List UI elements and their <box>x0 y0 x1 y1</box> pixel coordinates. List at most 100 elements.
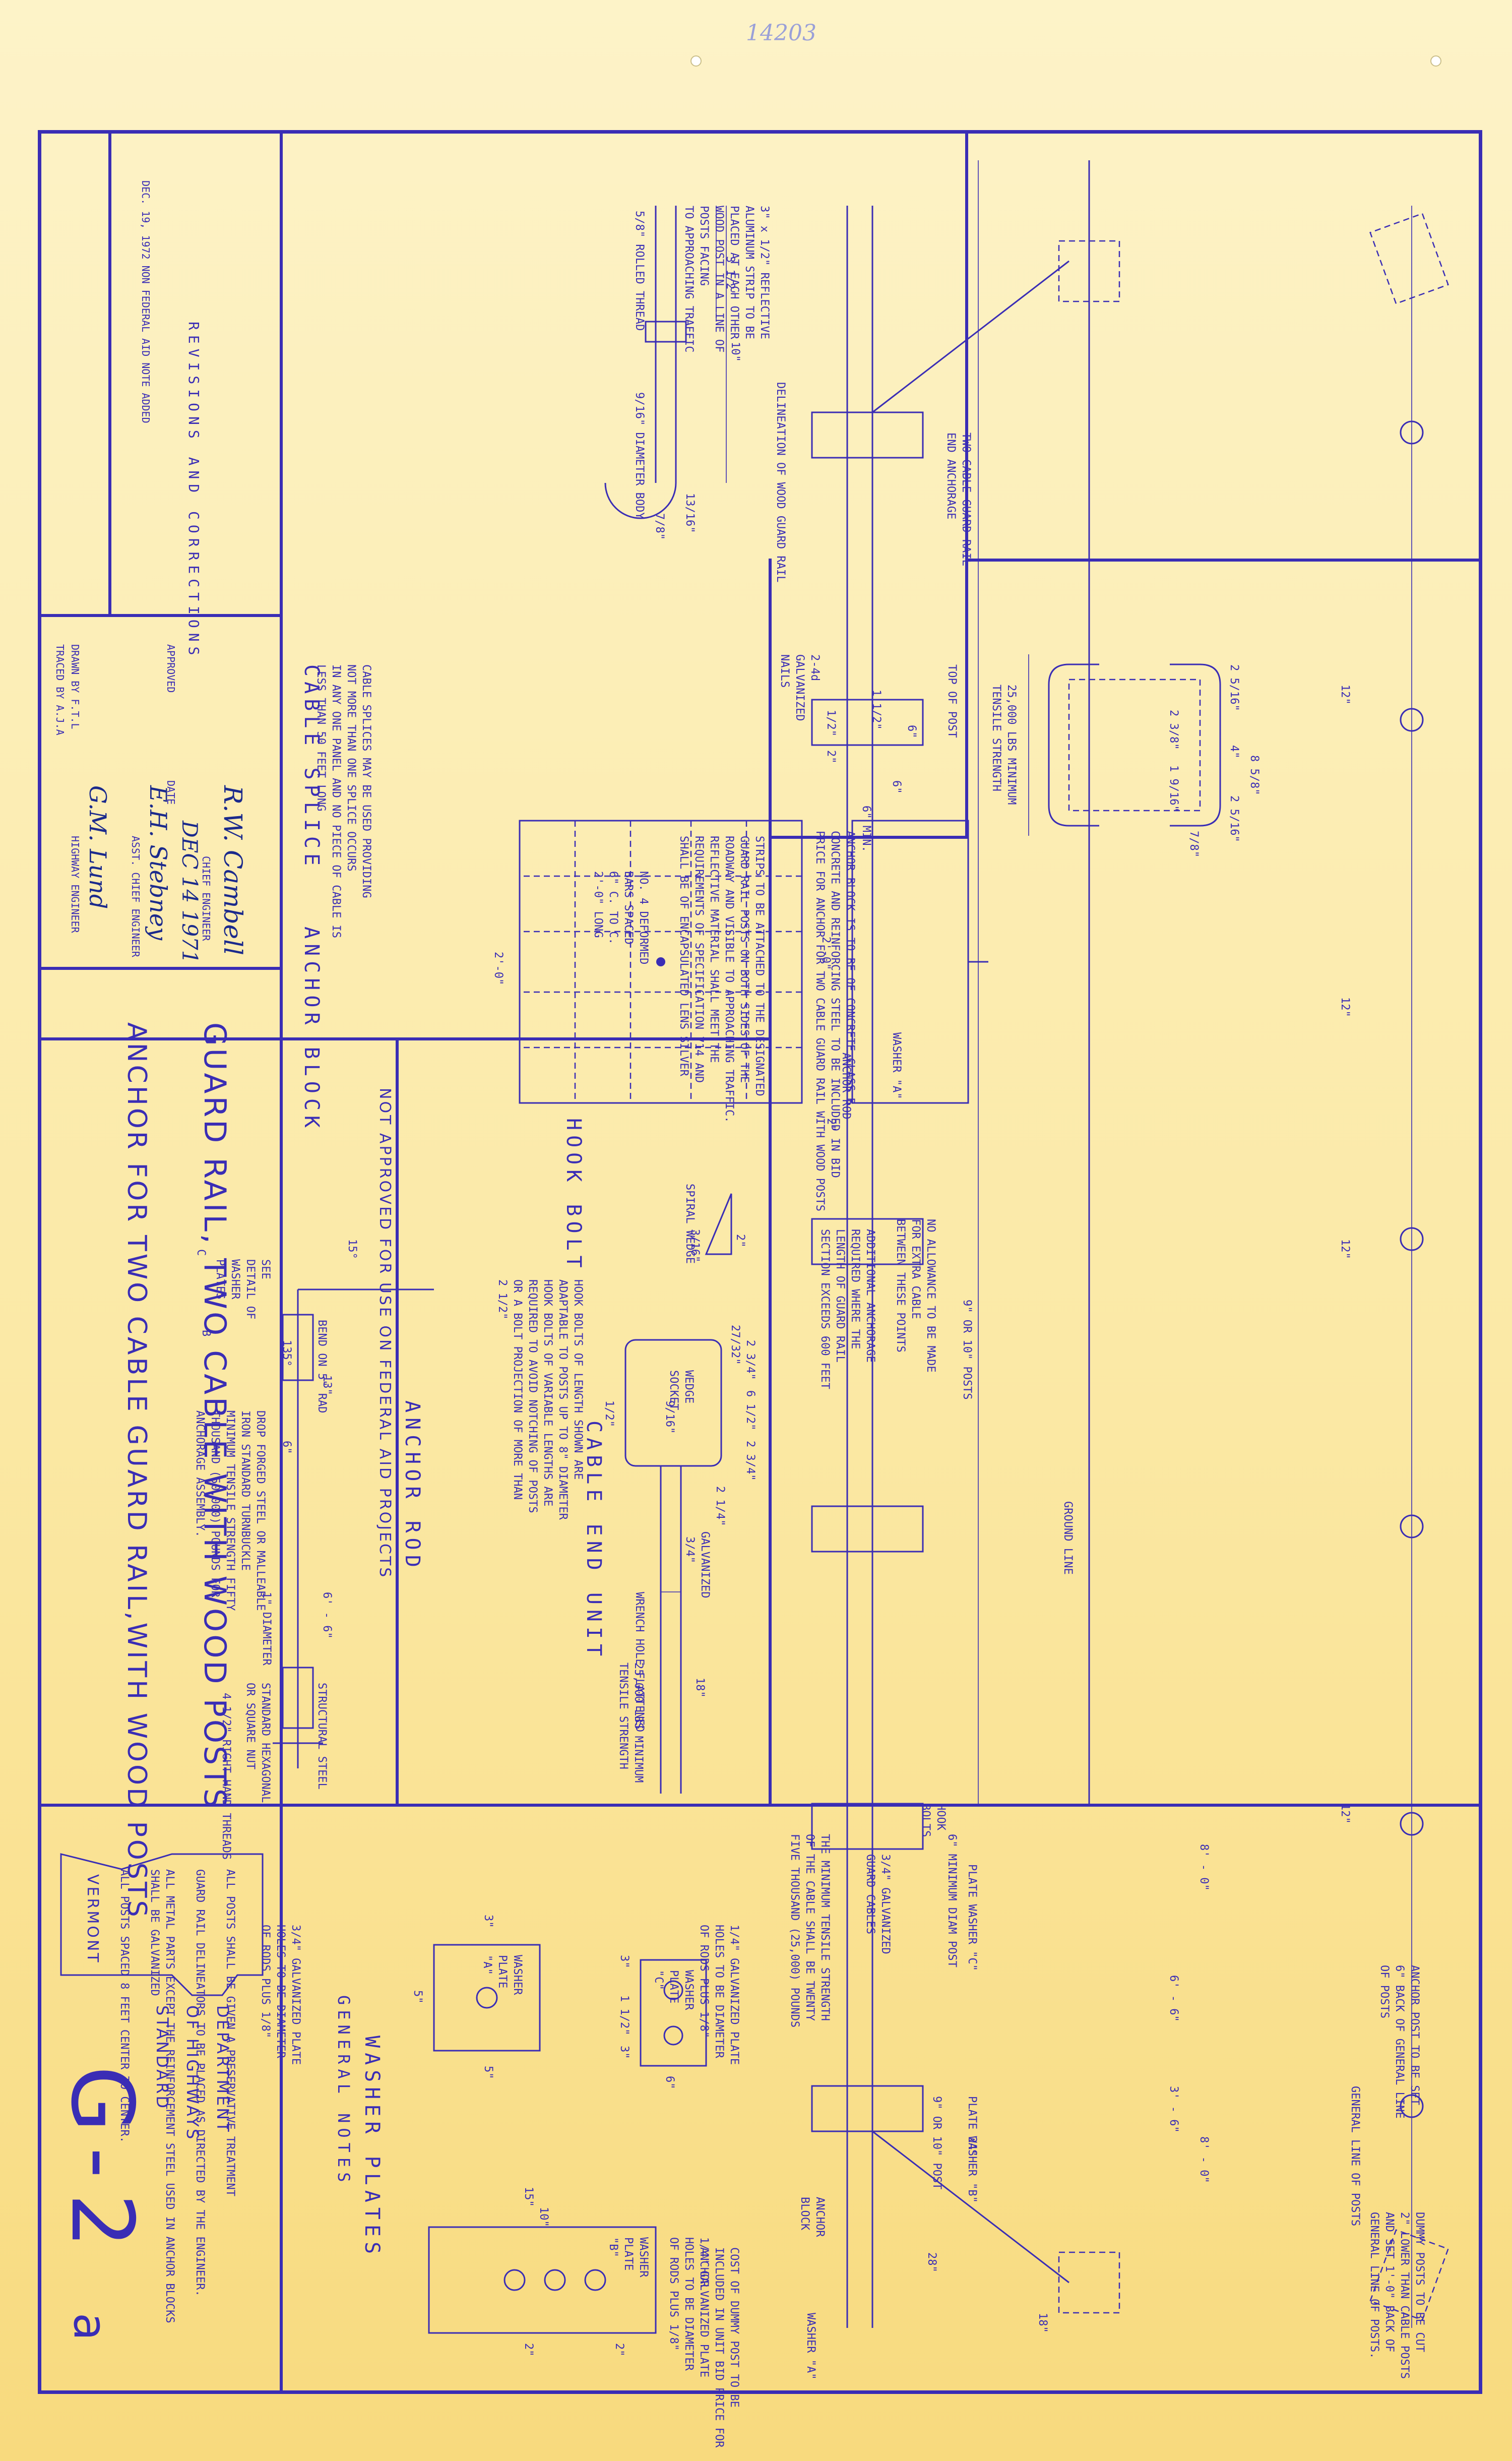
cable-end-dim-7: 1/2" <box>603 1400 615 1427</box>
anchor-block-left <box>1058 240 1120 302</box>
two-cable-end-anchorage: TWO CABLE GUARD RAIL END ANCHORAGE <box>944 433 972 566</box>
anchor-block-title: ANCHOR BLOCK <box>300 927 323 1133</box>
anchor-block-dim-bottom: 2'-0" <box>492 952 505 986</box>
plate-washer-c-label: PLATE WASHER "C" <box>966 1864 978 1971</box>
ground-line-label: GROUND LINE <box>1061 1501 1074 1575</box>
anchor-rod-dim-4: 135° <box>280 1340 293 1367</box>
dummy-post-left <box>1369 213 1449 304</box>
min-tensile-note: THE MINIMUM TENSILE STRENGTH OF THE CABL… <box>788 1834 831 2028</box>
anchor-block-rod-label: ANCHOR ROD <box>840 1053 852 1120</box>
cable-splice-strength: 25,000 LBS MINIMUM TENSILE STRENGTH <box>990 685 1018 805</box>
chief-engineer-label: CHIEF ENGINEER <box>200 856 212 941</box>
cable-end-dim-9: 2 1/4" <box>714 1486 726 1526</box>
anchor-block-dim-edge: 2" <box>825 1118 837 1132</box>
elev-dim-3: 12" <box>1339 1804 1351 1824</box>
cable-splice-dim-3: 4" <box>1228 745 1240 759</box>
anchor-block-note: ANCHOR BLOCK IS TO BE OF CONCRETE CLASS … <box>813 831 856 1211</box>
cable-end-dim-5: 6 1/2" <box>744 1390 757 1431</box>
not-approved-note: NOT APPROVED FOR USE ON FEDERAL AID PROJ… <box>376 1088 394 1579</box>
washer-a-elev-label: WASHER "A" <box>804 2313 817 2380</box>
agency-department: DEPARTMENT <box>213 2005 232 2134</box>
reflective-note: 3" x 1/2" REFLECTIVE ALUMINUM STRIP TO B… <box>682 206 771 353</box>
elev-dim-8: 24" <box>966 2136 978 2157</box>
drawing-sheet: HOOK BOLT HOOK BOLTS OF LENGTH SHOWN ARE… <box>38 130 1482 2447</box>
anchor-rod-struct-steel: STRUCTURAL STEEL <box>316 1683 328 1790</box>
elev-dim-7: 3' - 6" <box>1167 2086 1180 2133</box>
cable-end-dim-1: 2" <box>734 1234 746 1248</box>
agency-of-highways: OF HIGHWAYS <box>183 2005 202 2141</box>
anchor-block-dim-side: 2'-0" <box>820 937 832 970</box>
hwy-signature: G.M. Lund <box>84 785 111 909</box>
top-handwritten-mark: 14203 <box>746 20 816 46</box>
washer-plate-b-label: WASHER PLATE "B" <box>607 2237 650 2278</box>
washer-c-dim-1: 3" <box>618 1955 631 1968</box>
cable-end-dim-8: 9/16" <box>663 1400 676 1434</box>
elev-dim-2: 12" <box>1339 1239 1351 1259</box>
washer-b-dim-3: 10" <box>537 2207 550 2227</box>
washer-plate-a-label: WASHER PLATE "A" <box>481 1955 524 1995</box>
dummy-post-right <box>1369 2229 1449 2321</box>
drawing-linework <box>60 160 1449 2334</box>
post-1 <box>811 411 924 459</box>
hook-bolt-body-label: 9/16" DIAMETER BODY <box>633 392 646 519</box>
washer-b-dim-4: 15" <box>522 2187 535 2207</box>
sheet-number: G-2 <box>52 2066 152 2263</box>
cable-splice-note: CABLE SPLICES MAY BE USED PROVIDING NOT … <box>314 664 372 939</box>
anchor-rod-dim-7: 6' - 6" <box>321 1592 333 1639</box>
anchor-rod-dim-1: 15° <box>346 1239 358 1259</box>
dummy-post-note: DUMMY POSTS TO BE CUT 2" LOWER THAN CABL… <box>1368 2212 1426 2379</box>
cable-end-dim-6: 2 3/4" <box>744 1441 757 1481</box>
washer-b-dim-2: 2" <box>522 2343 535 2357</box>
washer-a-dim-1: 5" <box>411 1990 424 2004</box>
min-diam-post: 6" MINIMUM DIAM POST <box>946 1834 958 1967</box>
general-line-label: GENERAL LINE OF POSTS <box>1349 2086 1361 2227</box>
post-4 <box>811 1505 924 1553</box>
nails-label: 2-4d GALVANIZED NAILS <box>778 654 821 721</box>
punch-hole-right <box>1430 55 1441 67</box>
anchor-block-washer-label: WASHER "A" <box>890 1032 903 1099</box>
washer-c-dim-3: 3" <box>618 2046 631 2059</box>
anchor-rod-nut: STANDARD HEXAGONAL OR SQUARE NUT <box>244 1683 272 1803</box>
cable-end-unit-drawing <box>624 1193 732 1794</box>
posts-9-10-label: 9" OR 10" POSTS <box>961 1300 973 1400</box>
post-3 <box>811 1218 924 1265</box>
post-2 <box>811 699 924 746</box>
washer-a-dim-2: 3" <box>482 1915 494 1928</box>
post-9-10-label: 9" OR 10" POST <box>930 2096 943 2190</box>
washer-plates-title: WASHER PLATES <box>360 2036 384 2259</box>
additional-anchorage-note: ADDITIONAL ANCHORAGE REQUIRED WHERE THE … <box>818 1229 876 1389</box>
washer-plate-a-note: 3/4" GALVANIZED PLATE HOLES TO BE DIAMET… <box>259 1925 302 2065</box>
sheet-suffix: a <box>64 2313 116 2344</box>
strips-note: STRIPS TO BE ATTACHED TO THE DESIGNATED … <box>677 836 766 1123</box>
cable-splice-dim-6: 2 5/16" <box>1228 795 1240 842</box>
galv-cables-label: 3/4" GALVANIZED GUARD CABLES <box>864 1854 892 1954</box>
hook-bolt-thread-label: 5/8" ROLLED THREAD <box>633 211 646 331</box>
elev-dim-4: 8' - 0" <box>1198 1844 1210 1891</box>
elev-dim-12: 6" <box>905 725 918 739</box>
agency-state: VERMONT <box>84 1874 101 1964</box>
no-allowance-note: NO ALLOWANCE TO BE MADE FOR EXTRA CABLE … <box>894 1219 937 1373</box>
anchor-post-note: ANCHOR POST TO BE SET 6" BACK OF GENERAL… <box>1378 1965 1421 2119</box>
hook-bolt-drawing <box>604 206 727 519</box>
delineation-title: DELINEATION OF WOOD GUARD RAIL <box>774 382 787 583</box>
hook-bolts-label: HOOK BOLTS <box>919 1804 947 1837</box>
cable-splice-drawing <box>1028 654 1221 836</box>
cable-splice-dim-2: 2 3/8" <box>1167 710 1180 750</box>
hook-bolt-dim-c: 13/16" <box>683 493 696 533</box>
traced-by-label: TRACED BY A.J.A <box>54 644 66 735</box>
washer-a-dim-3: 5" <box>482 2066 494 2079</box>
cable-end-strength: 25,000 LBS MINIMUM TENSILE STRENGTH <box>617 1663 645 1783</box>
anchor-rod-drawing <box>273 1288 434 1768</box>
anchor-rod-diameter: 1" DIAMETER <box>260 1592 273 1666</box>
anchor-rod-bend: BEND ON 5" RAD <box>316 1320 328 1413</box>
chief-signature: R.W. Cambell <box>218 785 247 956</box>
hwy-engineer-label: HIGHWAY ENGINEER <box>69 836 81 933</box>
hook-bolt-dim-d: 7/8" <box>653 513 666 540</box>
elev-dim-11: 1 1/2" <box>870 690 883 730</box>
punch-hole-left <box>690 55 702 67</box>
anchor-block-drawing <box>519 820 988 1104</box>
washer-plate-c-note: 1/4" GALVANIZED PLATE HOLES TO BE DIAMET… <box>698 1925 740 2065</box>
washer-plate-c-label: WASHER PLATE "C" <box>652 1970 695 2010</box>
revisions-entry: DEC. 19, 1972 NON FEDERAL AID NOTE ADDED <box>140 180 152 423</box>
